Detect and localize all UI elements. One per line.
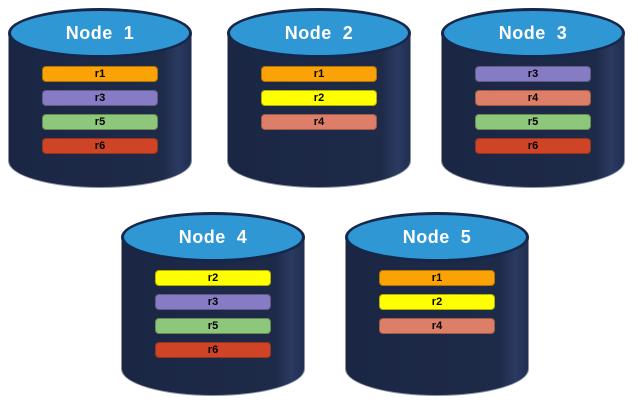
replica-label: r5 <box>527 115 539 128</box>
db-node-5: Node 5 r1 r2 r4 <box>345 212 529 396</box>
replica-bar: r3 <box>155 294 271 310</box>
replica-label: r6 <box>527 139 539 152</box>
cylinder-body <box>121 237 305 396</box>
cylinder-body <box>345 237 529 396</box>
replica-list: r1 r2 r4 <box>345 270 529 334</box>
replica-bar: r1 <box>261 66 377 82</box>
replica-label: r2 <box>207 271 219 284</box>
replica-bar: r4 <box>261 114 377 130</box>
replica-label: r5 <box>94 115 106 128</box>
replica-bar: r5 <box>42 114 158 130</box>
replica-label: r3 <box>207 295 219 308</box>
replica-bar: r3 <box>475 66 591 82</box>
cylinder-top: Node 5 <box>345 212 529 262</box>
cylinder-top: Node 1 <box>8 8 192 58</box>
replica-bar: r5 <box>155 318 271 334</box>
replica-label: r2 <box>313 91 325 104</box>
cylinder-top: Node 2 <box>227 8 411 58</box>
db-node-3: Node 3 r3 r4 r5 r6 <box>441 8 625 188</box>
cylinder-body <box>227 33 411 188</box>
replica-label: r3 <box>527 67 539 80</box>
replica-label: r1 <box>94 67 106 80</box>
replica-list: r1 r3 r5 r6 <box>8 66 192 154</box>
replica-label: r4 <box>313 115 325 128</box>
replica-bar: r6 <box>475 138 591 154</box>
replica-bar: r4 <box>475 90 591 106</box>
replica-list: r1 r2 r4 <box>227 66 411 130</box>
replica-bar: r3 <box>42 90 158 106</box>
replica-list: r3 r4 r5 r6 <box>441 66 625 154</box>
node-title: Node 4 <box>178 227 248 247</box>
replica-label: r5 <box>207 319 219 332</box>
replica-label: r4 <box>431 319 443 332</box>
replica-bar: r5 <box>475 114 591 130</box>
replica-list: r2 r3 r5 r6 <box>121 270 305 358</box>
replica-bar: r2 <box>155 270 271 286</box>
node-title: Node 5 <box>402 227 472 247</box>
replica-label: r3 <box>94 91 106 104</box>
cylinder-body <box>441 33 625 188</box>
replica-label: r2 <box>431 295 443 308</box>
cylinder-top: Node 4 <box>121 212 305 262</box>
cylinder-body <box>8 33 192 188</box>
replica-bar: r2 <box>261 90 377 106</box>
replica-bar: r1 <box>379 270 495 286</box>
node-title: Node 3 <box>498 23 568 43</box>
cylinder-top: Node 3 <box>441 8 625 58</box>
db-node-4: Node 4 r2 r3 r5 r6 <box>121 212 305 396</box>
replica-bar: r6 <box>42 138 158 154</box>
replica-label: r6 <box>207 343 219 356</box>
node-title: Node 2 <box>284 23 354 43</box>
replica-label: r1 <box>313 67 325 80</box>
replica-label: r6 <box>94 139 106 152</box>
node-title: Node 1 <box>65 23 135 43</box>
replica-bar: r6 <box>155 342 271 358</box>
db-node-1: Node 1 r1 r3 r5 r6 <box>8 8 192 188</box>
db-node-2: Node 2 r1 r2 r4 <box>227 8 411 188</box>
replica-label: r1 <box>431 271 443 284</box>
replica-bar: r2 <box>379 294 495 310</box>
replica-bar: r1 <box>42 66 158 82</box>
replica-label: r4 <box>527 91 539 104</box>
replica-bar: r4 <box>379 318 495 334</box>
